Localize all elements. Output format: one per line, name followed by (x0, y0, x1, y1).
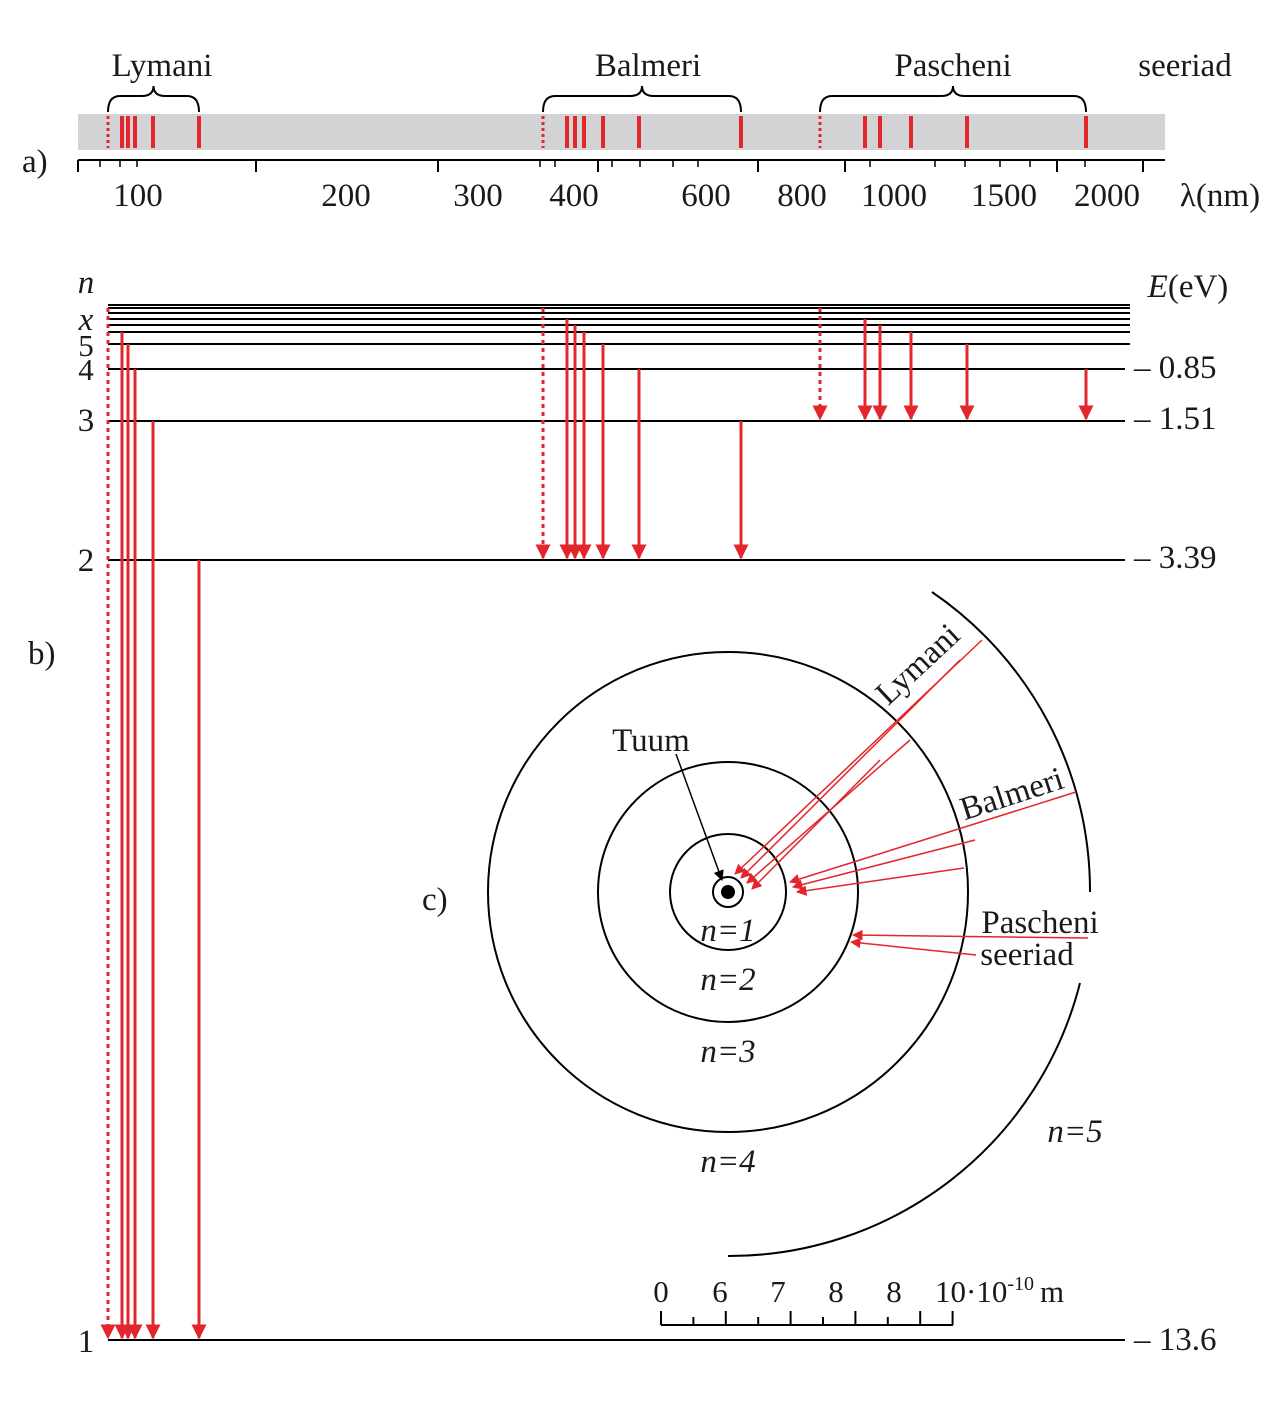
paschen-series-label-line1: Pascheni (981, 905, 1098, 941)
paschen-series-label-line2: seeriad (980, 937, 1074, 973)
energy-value-4: – 0.85 (1133, 350, 1217, 386)
tick-label-600: 600 (681, 178, 731, 214)
tick-label-100: 100 (113, 178, 163, 214)
tick-label-400: 400 (549, 178, 599, 214)
orbit-n4-upper-arc (931, 591, 1092, 893)
orbit-transition-arrows (734, 639, 1089, 956)
lyman-orbit-arrow (751, 759, 881, 890)
orbit-label-n3: n=3 (700, 1034, 755, 1070)
lyman-brace (107, 85, 200, 113)
tick-label-1500: 1500 (971, 178, 1037, 214)
wavelength-unit-label: λ(nm) (1180, 178, 1260, 214)
orbit-label-n2: n=2 (700, 962, 755, 998)
balmer-orbit-arrow (791, 839, 976, 890)
n-axis-header: n (78, 265, 95, 301)
scale-bar-ticks (660, 1311, 954, 1325)
spectrum-panel: a) Lymani Balmeri Pascheni seeriad λ(nm)… (22, 48, 1260, 214)
nucleus-pointer-arrow (675, 753, 724, 881)
tick-label-800: 800 (777, 178, 827, 214)
orbit-label-n5: n=5 (1047, 1114, 1102, 1150)
spectrum-band (78, 114, 1165, 150)
level-label-5: 5 (78, 328, 94, 363)
scale-label-8b: 8 (886, 1274, 902, 1309)
energy-value-1: – 13.6 (1133, 1322, 1217, 1358)
energy-value-3: – 1.51 (1133, 401, 1217, 437)
energy-levels (108, 304, 1130, 1341)
scale-label-8a: 8 (828, 1274, 844, 1309)
scale-exponent: -10 (1007, 1273, 1034, 1295)
scale-end-label: 10·10-10 m (935, 1273, 1064, 1309)
orbit-n2 (597, 761, 859, 1023)
series-name-balmer: Balmeri (595, 48, 701, 84)
panel-c-label: c) (422, 882, 448, 918)
scale-end-value: 10·10 (935, 1274, 1007, 1309)
scale-label-7: 7 (770, 1274, 786, 1309)
energy-value-2: – 3.39 (1133, 540, 1217, 576)
level-label-4: 4 (78, 352, 94, 387)
energy-axis-header: E(eV) (1147, 269, 1229, 305)
orbit-n1 (669, 833, 787, 951)
tick-label-2000: 2000 (1074, 178, 1140, 214)
bohr-model-panel: c) Tuum n=1 n=2 n=3 n=4 n=5 Lymani Balme… (422, 591, 1103, 1326)
tick-label-1000: 1000 (861, 178, 927, 214)
lyman-series-label: Lymani (869, 617, 967, 712)
level-label-3: 3 (78, 403, 95, 439)
orbit-label-n1: n=1 (700, 913, 755, 949)
series-name-lyman: Lymani (112, 48, 213, 84)
level-label-2: 2 (78, 543, 95, 579)
series-name-paschen: Pascheni (894, 48, 1011, 84)
panel-b-label: b) (28, 636, 56, 672)
balmer-orbit-arrow (795, 867, 965, 896)
scale-label-0: 0 (653, 1274, 669, 1309)
balmer-series-label: Balmeri (956, 761, 1068, 828)
balmer-orbit-arrow (788, 791, 1077, 885)
transition-arrows (100, 308, 1094, 1340)
series-braces (107, 85, 1087, 113)
level-label-x: x (78, 302, 94, 338)
balmer-brace (542, 85, 742, 113)
paschen-orbit-arrow (851, 929, 1089, 941)
scale-label-6: 6 (712, 1274, 728, 1309)
nucleus-label: Tuum (612, 723, 690, 759)
paschen-orbit-arrow (849, 937, 977, 956)
spectral-lines (106, 116, 1088, 148)
scale-unit: m (1040, 1274, 1064, 1309)
energy-level-panel: n E(eV) x 5 4 3 2 1 – 0.85 – 1.51 – 3.39… (28, 265, 1228, 1360)
orbit-n4-lower-arc (727, 982, 1081, 1258)
tick-label-300: 300 (453, 178, 503, 214)
wavelength-axis-ticks (77, 160, 1144, 172)
lyman-orbit-arrow (740, 659, 961, 879)
panel-a-label: a) (22, 144, 48, 180)
scale-bar (660, 1311, 954, 1326)
orbit-n3 (487, 651, 969, 1133)
level-label-1: 1 (78, 1324, 95, 1360)
tick-label-200: 200 (321, 178, 371, 214)
orbit-label-n4: n=4 (700, 1144, 755, 1180)
series-word: seeriad (1138, 48, 1232, 84)
paschen-brace (819, 85, 1087, 113)
nucleus-icon (721, 885, 735, 899)
